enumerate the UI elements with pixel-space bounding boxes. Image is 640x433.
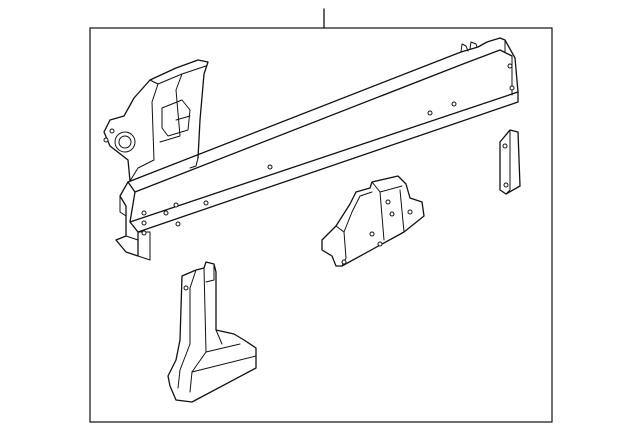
diagram-frame bbox=[89, 27, 553, 423]
rocker-rail-assembly-icon bbox=[103, 37, 519, 261]
lower-pillar-extension-icon bbox=[167, 261, 257, 403]
pillar-reinforcement-icon bbox=[321, 175, 425, 267]
small-bracket-icon bbox=[499, 129, 521, 195]
